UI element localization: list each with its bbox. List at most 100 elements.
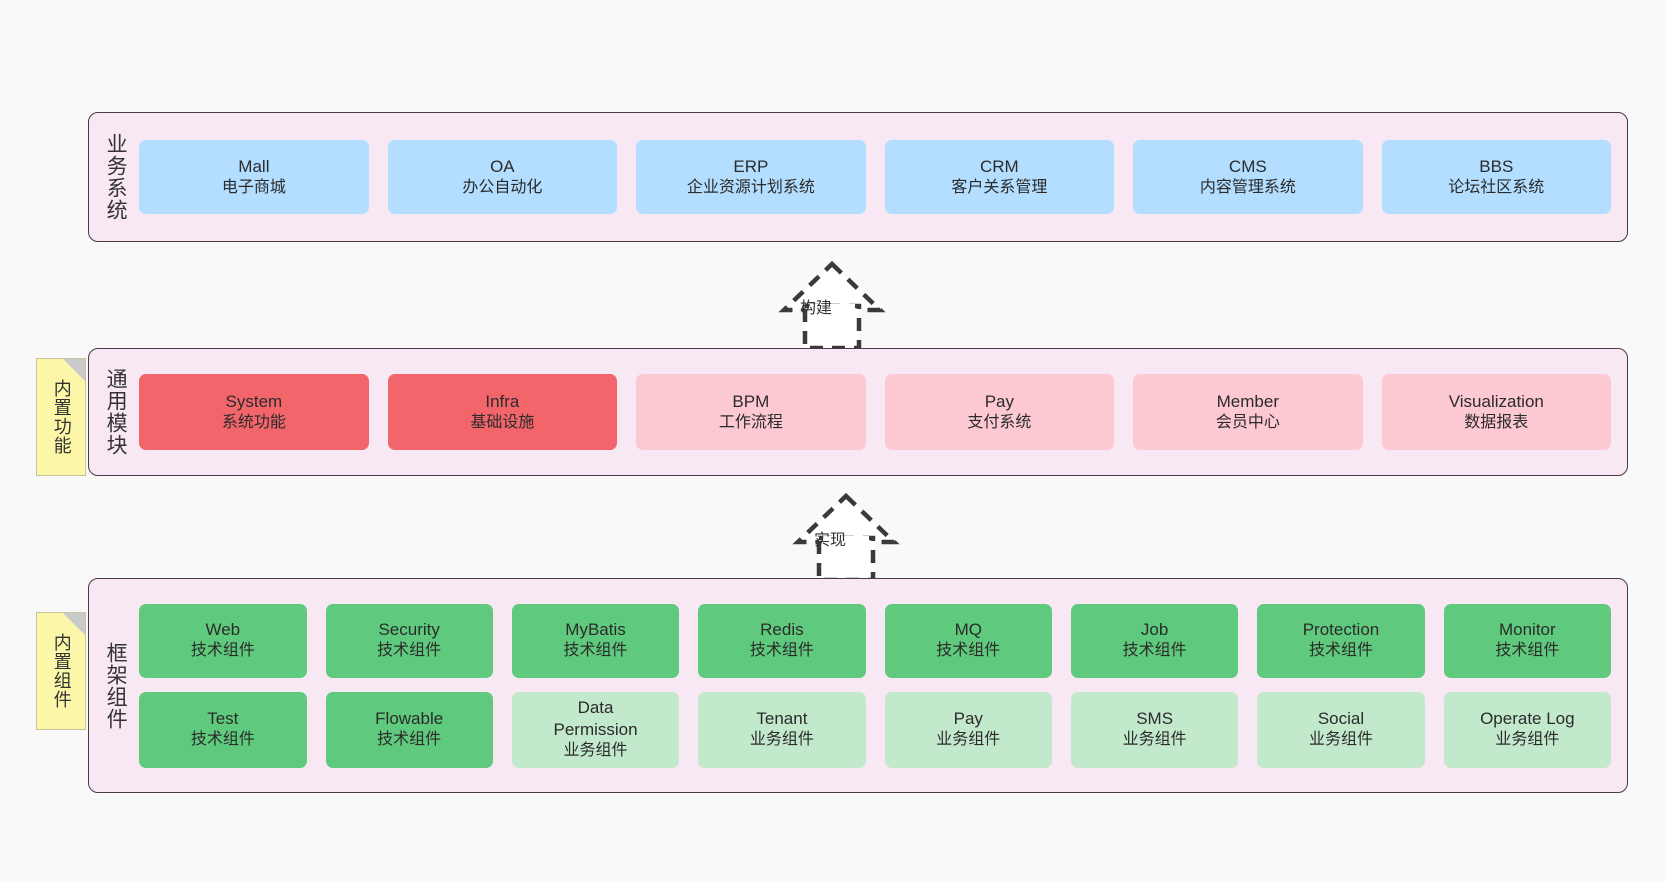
component-card-data-permission[interactable]: Data Permission 业务组件 <box>511 691 680 768</box>
component-card-test[interactable]: Test 技术组件 <box>139 691 307 768</box>
module-card-member[interactable]: Member 会员中心 <box>1133 374 1363 450</box>
card-subtitle: 技术组件 <box>1495 642 1560 660</box>
card-title: Pay <box>953 709 983 729</box>
note-builtin-components: 内置组件 <box>36 612 86 730</box>
card-title: Member <box>1216 391 1279 411</box>
card-title: Operate Log <box>1480 709 1575 729</box>
component-card-tenant[interactable]: Tenant 业务组件 <box>698 691 866 768</box>
card-subtitle: 技术组件 <box>749 642 814 660</box>
module-card-crm[interactable]: CRM 客户关系管理 <box>884 140 1115 214</box>
card-subtitle: 业务组件 <box>1122 731 1187 749</box>
card-title: MyBatis <box>565 620 626 640</box>
component-card-mybatis[interactable]: MyBatis 技术组件 <box>511 603 680 678</box>
card-title: Infra <box>485 391 520 411</box>
card-subtitle: 业务组件 <box>563 742 628 760</box>
component-card-pay[interactable]: Pay 业务组件 <box>884 691 1052 768</box>
card-title: MQ <box>954 620 982 640</box>
module-card-pay[interactable]: Pay 支付系统 <box>884 374 1115 450</box>
card-subtitle: 系统功能 <box>221 413 286 431</box>
module-card-oa[interactable]: OA 办公自动化 <box>387 140 618 214</box>
card-subtitle: 电子商城 <box>221 178 286 196</box>
card-subtitle: 业务组件 <box>1308 731 1373 749</box>
module-card-visualization[interactable]: Visualization 数据报表 <box>1381 374 1612 450</box>
card-title: Mall <box>238 156 270 176</box>
note-builtin-features-text: 内置功能 <box>51 379 72 455</box>
card-subtitle: 技术组件 <box>190 731 255 749</box>
card-row: System 系统功能 Infra 基础设施 BPM 工作流程 Pay 支付系统… <box>139 374 1612 450</box>
card-subtitle: 支付系统 <box>967 413 1032 431</box>
card-title: CMS <box>1228 156 1267 176</box>
card-subtitle: 技术组件 <box>936 642 1001 660</box>
card-subtitle: 数据报表 <box>1464 413 1529 431</box>
card-subtitle: 技术组件 <box>190 642 255 660</box>
layer-framework-components-label: 框架组件 <box>104 641 128 730</box>
card-title: Monitor <box>1498 620 1556 640</box>
card-subtitle: 会员中心 <box>1215 413 1280 431</box>
layer-framework-components: 框架组件 Web 技术组件 Security 技术组件 MyBatis 技术组件… <box>88 578 1628 793</box>
component-card-mq[interactable]: MQ 技术组件 <box>884 603 1052 678</box>
folded-corner-icon <box>63 613 85 635</box>
card-subtitle: 技术组件 <box>377 642 442 660</box>
component-card-social[interactable]: Social 业务组件 <box>1257 691 1425 768</box>
module-card-cms[interactable]: CMS 内容管理系统 <box>1133 140 1363 214</box>
folded-corner-icon <box>63 359 85 381</box>
layer-framework-components-body: Web 技术组件 Security 技术组件 MyBatis 技术组件 Redi… <box>133 603 1627 768</box>
component-card-job[interactable]: Job 技术组件 <box>1070 603 1239 678</box>
card-subtitle: 技术组件 <box>377 731 442 749</box>
card-subtitle: 基础设施 <box>470 413 535 431</box>
module-card-mall[interactable]: Mall 电子商城 <box>139 140 369 214</box>
layer-business-systems-label: 业务系统 <box>104 133 128 221</box>
component-card-sms[interactable]: SMS 业务组件 <box>1070 691 1239 768</box>
component-card-monitor[interactable]: Monitor 技术组件 <box>1443 603 1612 678</box>
card-subtitle: 业务组件 <box>936 731 1001 749</box>
card-title: Test <box>207 709 239 729</box>
component-card-redis[interactable]: Redis 技术组件 <box>698 603 866 678</box>
component-card-protection[interactable]: Protection 技术组件 <box>1257 603 1425 678</box>
card-subtitle: 业务组件 <box>749 731 814 749</box>
module-card-erp[interactable]: ERP 企业资源计划系统 <box>636 140 866 214</box>
card-row: Test 技术组件 Flowable 技术组件 Data Permission … <box>139 691 1612 768</box>
generalization-arrow-build: 构建 <box>752 258 912 351</box>
module-card-infra[interactable]: Infra 基础设施 <box>387 374 618 450</box>
component-card-web[interactable]: Web 技术组件 <box>139 603 307 678</box>
module-card-system[interactable]: System 系统功能 <box>139 374 369 450</box>
card-subtitle: 办公自动化 <box>462 178 543 196</box>
component-card-operate-log[interactable]: Operate Log 业务组件 <box>1443 691 1612 768</box>
card-row: Web 技术组件 Security 技术组件 MyBatis 技术组件 Redi… <box>139 603 1612 678</box>
module-card-bpm[interactable]: BPM 工作流程 <box>636 374 866 450</box>
card-title: Job <box>1140 620 1169 640</box>
card-title: CRM <box>979 156 1019 176</box>
card-subtitle: 技术组件 <box>563 642 628 660</box>
card-subtitle: 业务组件 <box>1495 731 1560 749</box>
card-subtitle: 内容管理系统 <box>1199 178 1296 196</box>
card-title: SMS <box>1136 709 1174 729</box>
component-card-flowable[interactable]: Flowable 技术组件 <box>325 691 493 768</box>
card-title: Flowable <box>375 709 444 729</box>
card-title: OA <box>490 156 515 176</box>
card-title: Security <box>378 620 440 640</box>
card-subtitle: 论坛社区系统 <box>1448 178 1545 196</box>
card-subtitle: 工作流程 <box>718 413 783 431</box>
card-subtitle: 技术组件 <box>1122 642 1187 660</box>
arrow-label-implement: 实现 <box>814 532 847 549</box>
note-builtin-features: 内置功能 <box>36 358 86 476</box>
card-title: BBS <box>1479 156 1514 176</box>
card-row: Mall 电子商城 OA 办公自动化 ERP 企业资源计划系统 CRM 客户关系… <box>139 140 1612 214</box>
arrow-label-build: 构建 <box>800 300 833 317</box>
generalization-arrow-implement: 实现 <box>766 490 926 583</box>
card-subtitle: 技术组件 <box>1308 642 1373 660</box>
layer-common-modules-label: 通用模块 <box>104 368 128 456</box>
layer-common-modules: 通用模块 System 系统功能 Infra 基础设施 BPM 工作流程 Pay… <box>88 348 1628 476</box>
card-title: Data Permission <box>553 698 638 740</box>
layer-common-modules-body: System 系统功能 Infra 基础设施 BPM 工作流程 Pay 支付系统… <box>133 374 1627 450</box>
layer-business-systems: 业务系统 Mall 电子商城 OA 办公自动化 ERP 企业资源计划系统 CRM… <box>88 112 1628 242</box>
card-title: BPM <box>732 391 770 411</box>
component-card-security[interactable]: Security 技术组件 <box>325 603 493 678</box>
module-card-bbs[interactable]: BBS 论坛社区系统 <box>1381 140 1612 214</box>
card-title: Tenant <box>756 709 808 729</box>
card-title: Redis <box>760 620 804 640</box>
note-builtin-components-text: 内置组件 <box>51 633 72 709</box>
card-title: Visualization <box>1448 391 1544 411</box>
card-title: System <box>225 391 283 411</box>
